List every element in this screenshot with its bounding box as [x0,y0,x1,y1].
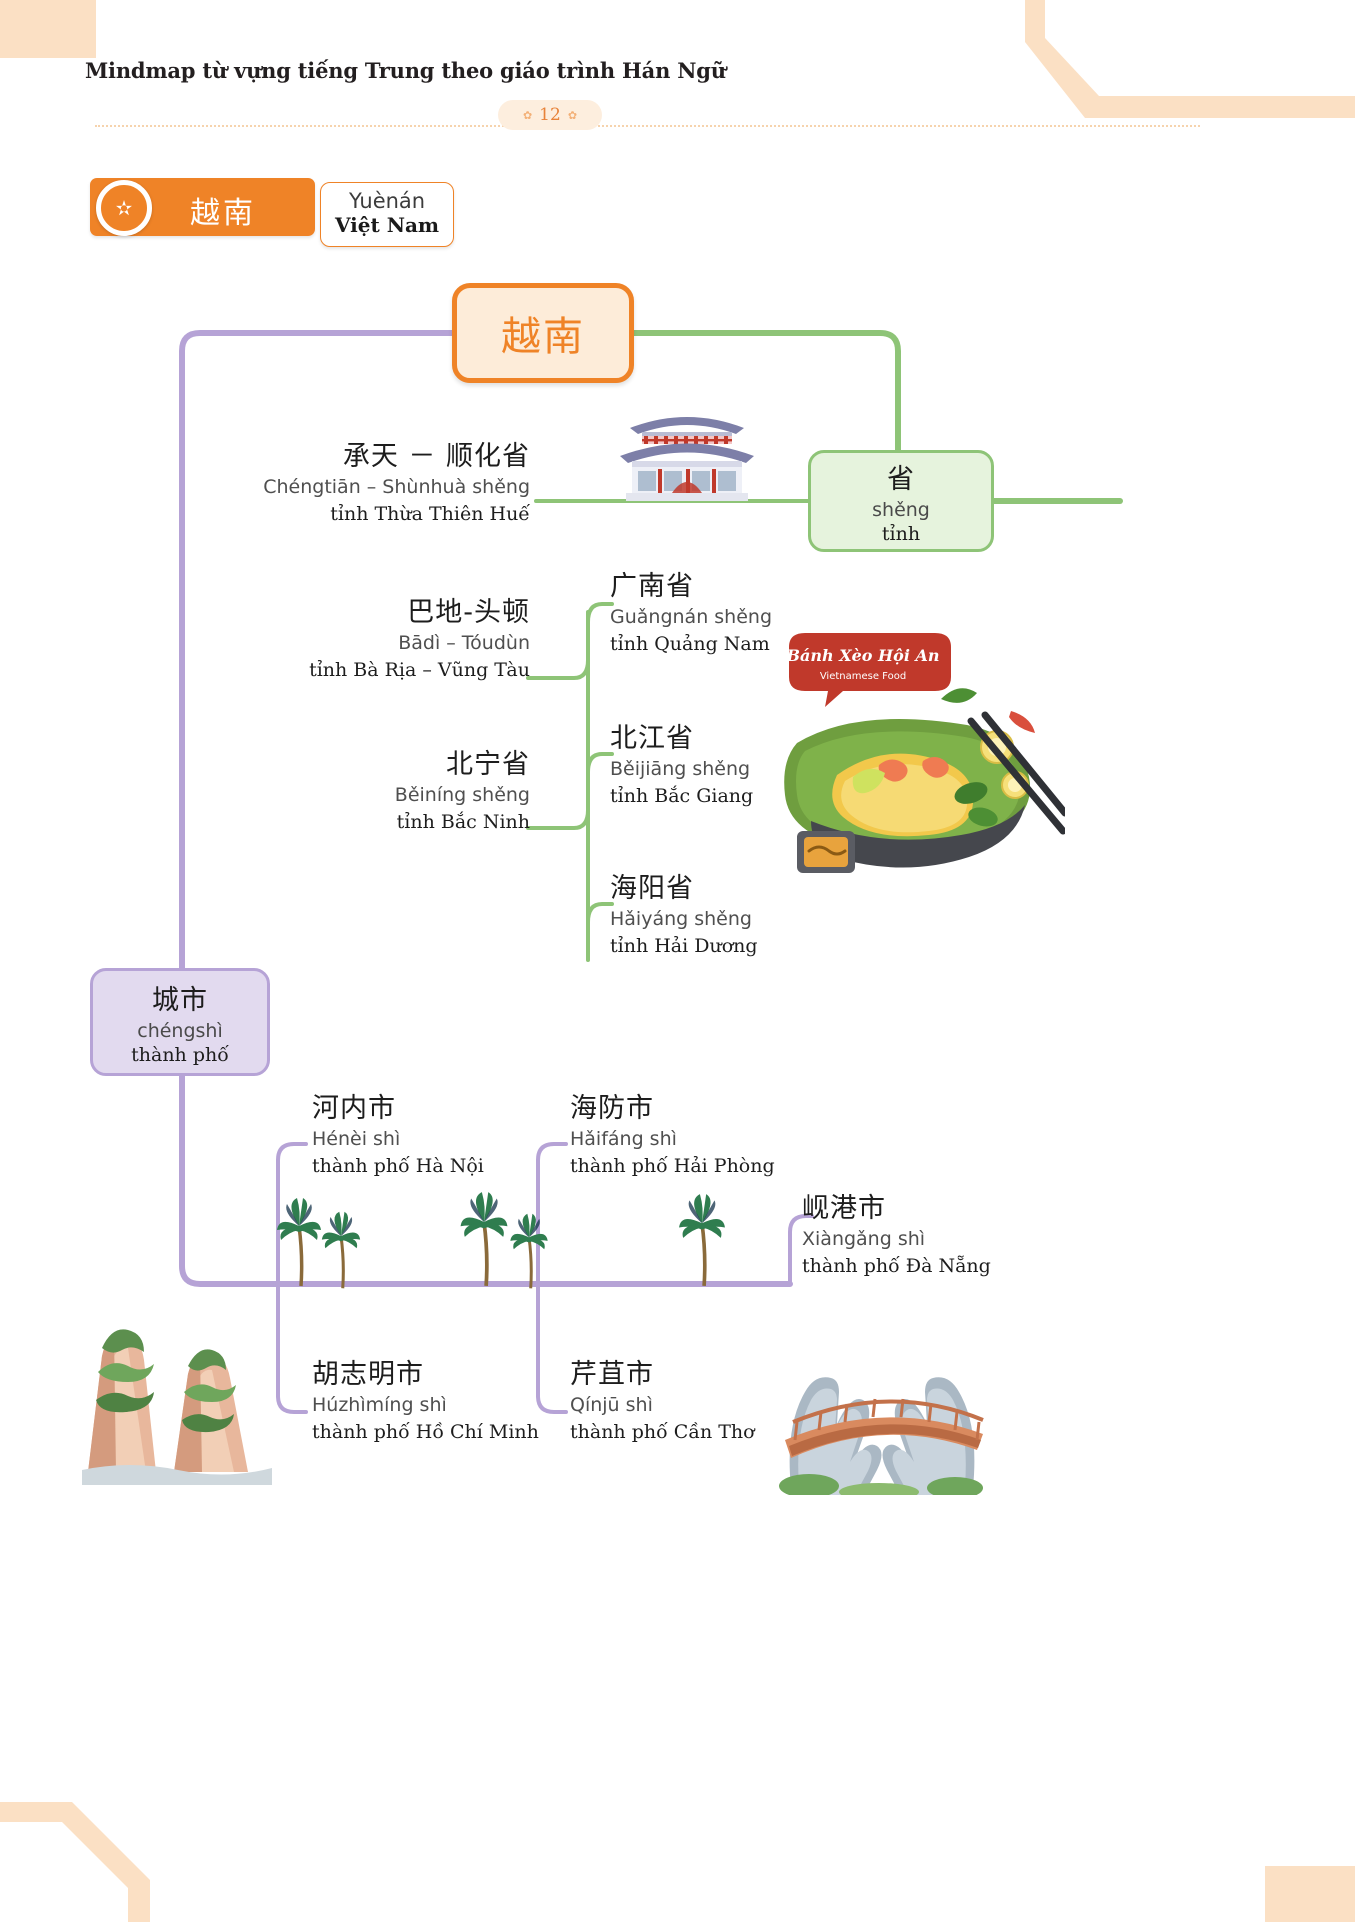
branch-node-province[interactable]: 省 shěng tỉnh [808,450,994,552]
city-node-vietnamese: thành phố [131,1044,229,1066]
leaf-vietnamese: thành phố Hà Nội [312,1155,484,1178]
leaf-pinyin: Hǎiyáng shěng [610,907,752,930]
leaf-pinyin: Guǎngnán shěng [610,605,773,628]
leaf-vietnamese: thành phố Hồ Chí Minh [312,1421,539,1444]
leaf-pinyin: Húzhìmíng shì [312,1393,447,1416]
province-node-vietnamese: tỉnh [881,523,921,545]
center-node-vietnam[interactable]: 越南 [452,283,634,383]
leaf-vietnamese: thành phố Hải Phòng [570,1155,775,1178]
leaf-hanzi: 胡志明市 [312,1359,424,1390]
leaf-vietnamese: tỉnh Thừa Thiên Huế [330,503,530,526]
pagoda-illustration [620,417,754,501]
page-number-badge: ✿ 12 ✿ [498,100,602,130]
corner-decoration-top-right-inner [1045,0,1355,96]
leaf-pinyin: Chéngtiān – Shùnhuà shěng [263,475,530,498]
leaf-hanzi: 北江省 [610,723,694,754]
leaf-city-ho-chi-minh[interactable]: 胡志明市 Húzhìmíng shì thành phố Hồ Chí Minh [312,1358,642,1447]
food-label-line1: Bánh Xèo Hội An [785,646,939,665]
leaf-hanzi: 岘港市 [802,1193,886,1224]
leaf-vietnamese: tỉnh Hải Dương [610,935,758,958]
palm-tree-illustration [510,1213,548,1289]
page-title: Mindmap từ vựng tiếng Trung theo giáo tr… [85,58,726,83]
palm-tree-illustration [321,1211,361,1289]
flower-icon-right: ✿ [567,108,578,122]
leaf-pinyin: Qínjū shì [570,1393,653,1416]
topic-pinyin-box: Yuènán Việt Nam [320,182,455,248]
leaf-pinyin: Bādì – Tóudùn [398,631,530,654]
corner-decoration-bottom-right [1265,1866,1355,1922]
topic-vietnamese: Việt Nam [335,213,440,238]
topic-badge-hanzi: 越南 [190,196,256,231]
leaf-hanzi: 巴地-头顿 [407,597,530,628]
leaf-hanzi: 河内市 [312,1093,396,1124]
halong-bay-illustration [82,1329,272,1485]
leaf-province-thua-thien-hue[interactable]: 承天 － 顺化省 Chéngtiān – Shùnhuà shěng tỉnh … [180,440,530,529]
city-node-hanzi: 城市 [152,985,208,1016]
leaf-vietnamese: tỉnh Bắc Ninh [396,811,530,834]
leaf-pinyin: Hénèi shì [312,1127,401,1150]
banh-xeo-illustration: Bánh Xèo Hội An Vietnamese Food [784,633,1065,873]
leaf-pinyin: Běiníng shěng [394,783,530,806]
leaf-province-hai-duong[interactable]: 海阳省 Hǎiyáng shěng tỉnh Hải Dương [610,872,940,961]
leaf-province-ba-ria-vung-tau[interactable]: 巴地-头顿 Bādì – Tóudùn tỉnh Bà Rịa – Vũng T… [180,596,530,685]
leaf-hanzi: 承天 － 顺化省 [342,441,530,472]
leaf-hanzi: 海阳省 [610,873,694,904]
leaf-hanzi: 广南省 [610,571,694,602]
center-node-hanzi: 越南 [501,314,585,360]
golden-bridge-illustration [779,1377,984,1495]
leaf-province-bac-ninh[interactable]: 北宁省 Běiníng shěng tỉnh Bắc Ninh [180,748,530,837]
leaf-city-hai-phong[interactable]: 海防市 Hǎifáng shì thành phố Hải Phòng [570,1092,890,1181]
leaf-vietnamese: thành phố Cần Thơ [570,1421,755,1444]
star-icon: ✫ [115,196,133,220]
leaf-province-quang-nam[interactable]: 广南省 Guǎngnán shěng tỉnh Quảng Nam [610,570,940,659]
leaf-vietnamese: tỉnh Bắc Giang [610,785,754,808]
leaf-hanzi: 芹苴市 [570,1359,654,1390]
leaf-city-can-tho[interactable]: 芹苴市 Qínjū shì thành phố Cần Thơ [570,1358,890,1447]
province-node-pinyin: shěng [872,499,930,521]
leaf-hanzi: 海防市 [570,1093,654,1124]
leaf-province-bac-giang[interactable]: 北江省 Běijiāng shěng tỉnh Bắc Giang [610,722,940,811]
palm-tree-illustration [277,1198,321,1287]
leaf-hanzi: 北宁省 [446,749,530,780]
page-number: 12 [539,105,561,125]
flower-icon-left: ✿ [522,108,533,122]
leaf-pinyin: Běijiāng shěng [610,757,751,780]
header-divider [95,125,1200,127]
leaf-pinyin: Hǎifáng shì [570,1127,677,1150]
corner-decoration-top-left [0,0,96,58]
leaf-pinyin: Xiàngǎng shì [802,1227,926,1250]
province-node-hanzi: 省 [887,464,915,495]
leaf-city-da-nang[interactable]: 岘港市 Xiàngǎng shì thành phố Đà Nẵng [802,1192,1122,1281]
food-label-line2: Vietnamese Food [820,671,906,682]
topic-badge-circle: ✫ [96,180,152,236]
leaf-vietnamese: tỉnh Quảng Nam [610,633,770,656]
leaf-city-ha-noi[interactable]: 河内市 Hénèi shì thành phố Hà Nội [312,1092,612,1181]
leaf-vietnamese: tỉnh Bà Rịa – Vũng Tàu [309,659,530,682]
leaf-vietnamese: thành phố Đà Nẵng [802,1255,991,1278]
topic-pinyin: Yuènán [348,189,426,213]
palm-tree-illustration [679,1194,725,1287]
branch-node-city[interactable]: 城市 chéngshì thành phố [90,968,270,1076]
city-node-pinyin: chéngshì [137,1020,223,1042]
palm-tree-illustration [460,1192,508,1286]
